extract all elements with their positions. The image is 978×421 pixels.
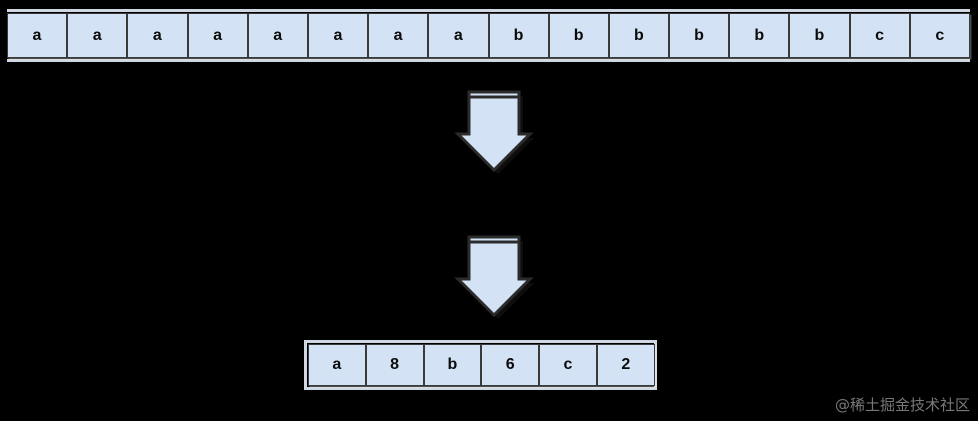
input-sequence-cell: b [669,13,730,58]
input-row-top-rail [7,9,970,12]
input-sequence-cell: b [488,13,549,58]
input-sequence-cell: a [127,13,188,58]
output-row-top-rail [304,340,657,343]
encoded-sequence-cell: b [423,344,482,386]
output-row-bottom-rail [304,387,657,390]
input-sequence-cell: b [789,13,850,58]
input-sequence-cell: a [307,13,369,58]
input-sequence-cell: a [7,13,68,58]
output-row-right-rail [654,340,657,390]
input-row-bottom-rail [7,59,970,62]
input-sequence-cell: a [67,13,128,58]
input-sequence-cell: c [909,13,970,58]
encoded-sequence-cell: a [308,344,366,386]
input-sequence-cell: b [729,13,790,58]
input-sequence-cell: b [548,13,609,58]
encoded-sequence-cell: 2 [596,344,655,386]
encoded-sequence-cell: c [539,344,597,386]
output-row-left-rail [304,340,307,390]
input-sequence-cell: a [368,13,429,58]
input-sequence-cell: a [247,13,308,58]
encoded-sequence-cell: 6 [481,344,540,386]
input-sequence-cell: a [187,13,248,58]
input-sequence-cell: b [608,13,670,58]
arrow-step-1-icon [454,86,534,174]
arrow-step-2-icon [454,231,534,319]
input-sequence-cell: c [849,13,910,58]
input-sequence-cell: a [428,13,489,58]
watermark-text: @稀土掘金技术社区 [834,396,970,414]
encoded-sequence-cell: 8 [365,344,424,386]
